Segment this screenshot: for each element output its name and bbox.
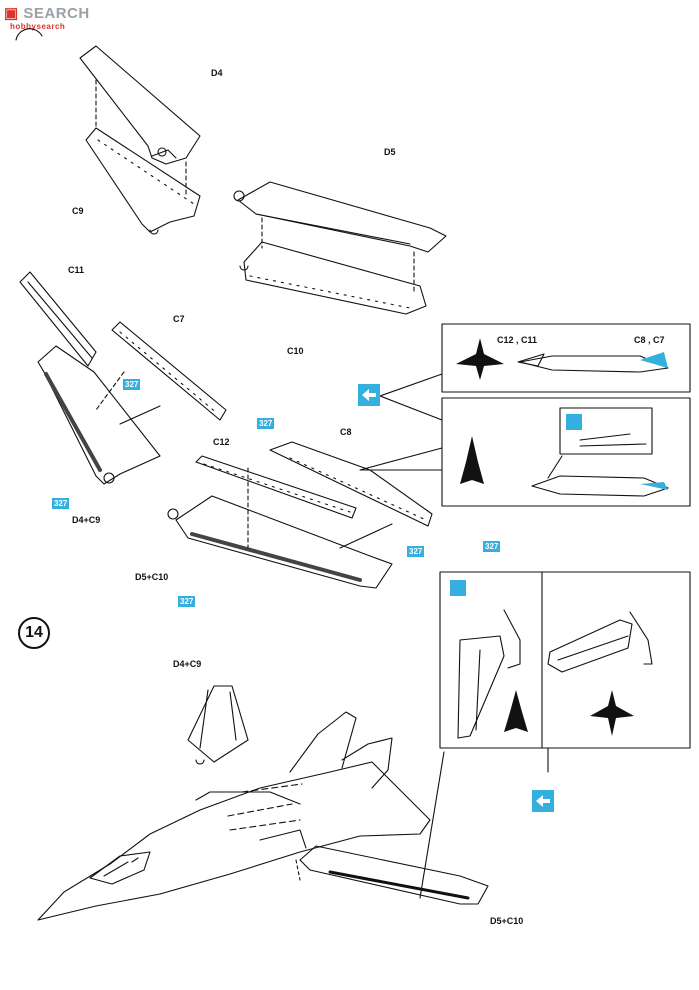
label-c9: C9 [72,206,84,216]
c9-part [85,127,201,233]
watermark-logo-icon: ▣ [4,5,19,22]
c12-part [195,455,357,519]
aircraft-lower-wing [299,845,489,905]
paint-badge: 327 [52,498,70,509]
aircraft-upper-wing [187,685,249,763]
label-d5c10-b: D5+C10 [490,916,524,926]
label-d5: D5 [384,147,396,157]
label-c12c11: C12 , C11 [497,335,538,345]
d4c9-assembly [37,345,161,485]
label-d4: D4 [211,68,223,78]
c7-part [111,321,227,421]
detail-box-3 [439,571,691,749]
c11-part [19,271,97,367]
detail-magnifier-icon [566,414,582,430]
label-d5c10-a: D5+C10 [135,572,169,582]
label-d4c9-a: D4+C9 [72,515,101,525]
d5c10-assembly [175,495,393,589]
watermark-site: hobbysearch [10,22,66,31]
detail-box-1 [441,323,691,393]
c10-part [243,241,427,315]
step-number: 14 [18,617,50,649]
d4-part [79,45,201,165]
label-c7: C7 [173,314,185,324]
label-c12: C12 [213,437,230,447]
aircraft-fuselage [37,761,431,921]
label-c11: C11 [68,265,85,275]
watermark: ▣ SEARCH hobbysearch [4,4,90,31]
watermark-text: SEARCH [23,5,90,22]
paint-badge: 327 [257,418,275,429]
c8-part [269,441,433,527]
label-c8: C8 [340,427,352,437]
paint-badge: 327 [123,379,141,390]
paint-badge: 327 [407,546,425,557]
label-c10: C10 [287,346,304,356]
aircraft-silhouette-icon [456,338,504,380]
paint-badge: 327 [483,541,501,552]
label-d4c9-b: D4+C9 [173,659,202,669]
detail-box-2 [441,397,691,507]
paint-badge: 327 [178,596,196,607]
label-c8c7: C8 , C7 [634,335,665,345]
prev-step-circle [15,28,43,41]
